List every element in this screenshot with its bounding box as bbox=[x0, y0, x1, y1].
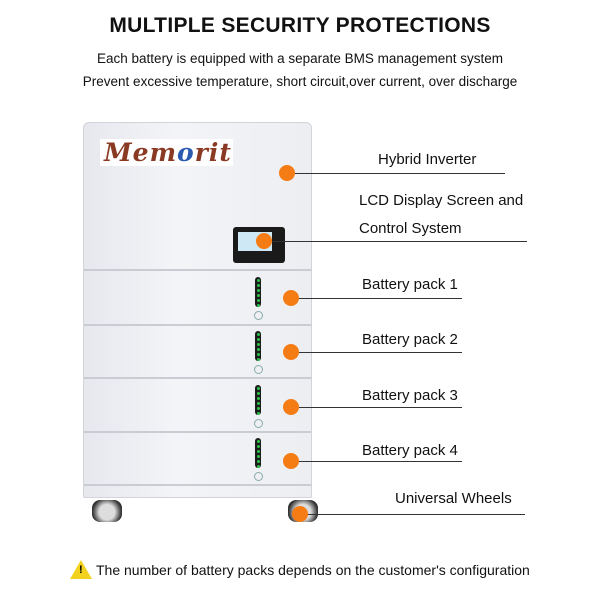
label-lcd: LCD Display Screen and bbox=[359, 192, 524, 209]
configuration-note: !The number of battery packs depends on … bbox=[70, 560, 530, 579]
callout-line bbox=[308, 514, 525, 515]
label-control-system: Control System bbox=[359, 220, 462, 237]
callout-line bbox=[299, 352, 462, 353]
callout-dot bbox=[283, 290, 299, 306]
callout-line bbox=[299, 298, 462, 299]
power-button-icon bbox=[254, 419, 263, 428]
warning-icon: ! bbox=[70, 560, 92, 579]
divider bbox=[84, 324, 311, 326]
label-battery-pack-1: Battery pack 1 bbox=[362, 276, 458, 293]
battery-4-led-indicator bbox=[255, 438, 261, 468]
callout-line bbox=[295, 173, 505, 174]
label-hybrid-inverter: Hybrid Inverter bbox=[378, 151, 477, 168]
callout-dot bbox=[292, 506, 308, 522]
divider bbox=[84, 377, 311, 379]
callout-dot bbox=[279, 165, 295, 181]
callout-dot bbox=[256, 233, 272, 249]
label-battery-pack-3: Battery pack 3 bbox=[362, 387, 458, 404]
power-button-icon bbox=[254, 311, 263, 320]
wheel-left bbox=[92, 500, 122, 522]
subtitle-protection: Prevent excessive temperature, short cir… bbox=[82, 74, 518, 89]
power-button-icon bbox=[254, 472, 263, 481]
page-title: MULTIPLE SECURITY PROTECTIONS bbox=[109, 14, 491, 37]
note-text: The number of battery packs depends on t… bbox=[96, 562, 530, 578]
battery-3-led-indicator bbox=[255, 385, 261, 415]
subtitle-bms: Each battery is equipped with a separate… bbox=[97, 51, 503, 66]
callout-dot bbox=[283, 399, 299, 415]
divider bbox=[84, 484, 311, 486]
battery-1-led-indicator bbox=[255, 277, 261, 307]
label-universal-wheels: Universal Wheels bbox=[395, 490, 512, 507]
callout-line bbox=[299, 461, 462, 462]
divider bbox=[84, 431, 311, 433]
label-battery-pack-4: Battery pack 4 bbox=[362, 442, 458, 459]
memorit-logo: Memorit bbox=[100, 139, 233, 166]
label-battery-pack-2: Battery pack 2 bbox=[362, 331, 458, 348]
battery-cabinet bbox=[83, 122, 312, 498]
callout-dot bbox=[283, 344, 299, 360]
divider bbox=[84, 269, 311, 271]
callout-line bbox=[272, 241, 527, 242]
battery-2-led-indicator bbox=[255, 331, 261, 361]
callout-dot bbox=[283, 453, 299, 469]
power-button-icon bbox=[254, 365, 263, 374]
callout-line bbox=[299, 407, 462, 408]
